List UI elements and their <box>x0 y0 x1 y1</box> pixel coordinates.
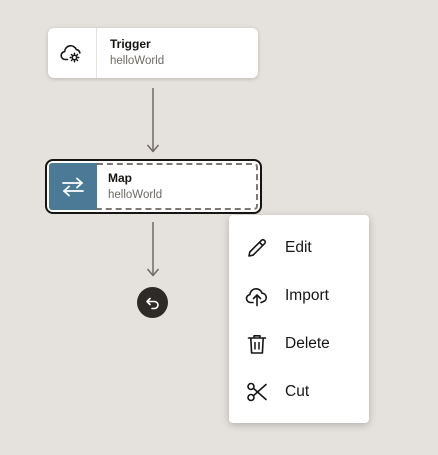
trigger-icon-box <box>48 28 97 78</box>
swap-arrows-icon <box>62 177 84 196</box>
connector-arrow <box>146 222 160 277</box>
map-node-title: Map <box>108 170 132 185</box>
map-node-subtitle: helloWorld <box>108 188 163 201</box>
trash-icon <box>245 332 269 356</box>
menu-item-delete[interactable]: Delete <box>229 320 369 368</box>
menu-item-cut-label: Cut <box>285 383 310 400</box>
map-node-text: Map helloWorld <box>97 163 162 210</box>
menu-item-cut[interactable]: Cut <box>229 368 369 416</box>
cloud-upload-icon <box>245 284 269 308</box>
menu-item-edit[interactable]: Edit <box>229 224 369 272</box>
cloud-gear-icon <box>60 44 81 63</box>
map-icon-box <box>49 163 97 210</box>
connector-arrow <box>146 88 160 153</box>
map-node-inner: Map helloWorld <box>49 163 258 210</box>
menu-item-edit-label: Edit <box>285 239 312 256</box>
return-arrow-icon <box>145 297 159 309</box>
menu-item-delete-label: Delete <box>285 335 330 352</box>
scissors-icon <box>245 380 269 404</box>
trigger-node[interactable]: Trigger helloWorld <box>48 28 258 78</box>
trigger-node-text: Trigger helloWorld <box>97 28 164 78</box>
end-node[interactable] <box>137 287 168 318</box>
trigger-node-subtitle: helloWorld <box>110 55 165 67</box>
context-menu: Edit Import Delete <box>229 215 369 423</box>
map-node[interactable]: Map helloWorld <box>45 159 262 214</box>
menu-item-import[interactable]: Import <box>229 272 369 320</box>
menu-item-import-label: Import <box>285 287 329 304</box>
trigger-node-title: Trigger <box>110 37 151 51</box>
pencil-icon <box>245 236 269 260</box>
